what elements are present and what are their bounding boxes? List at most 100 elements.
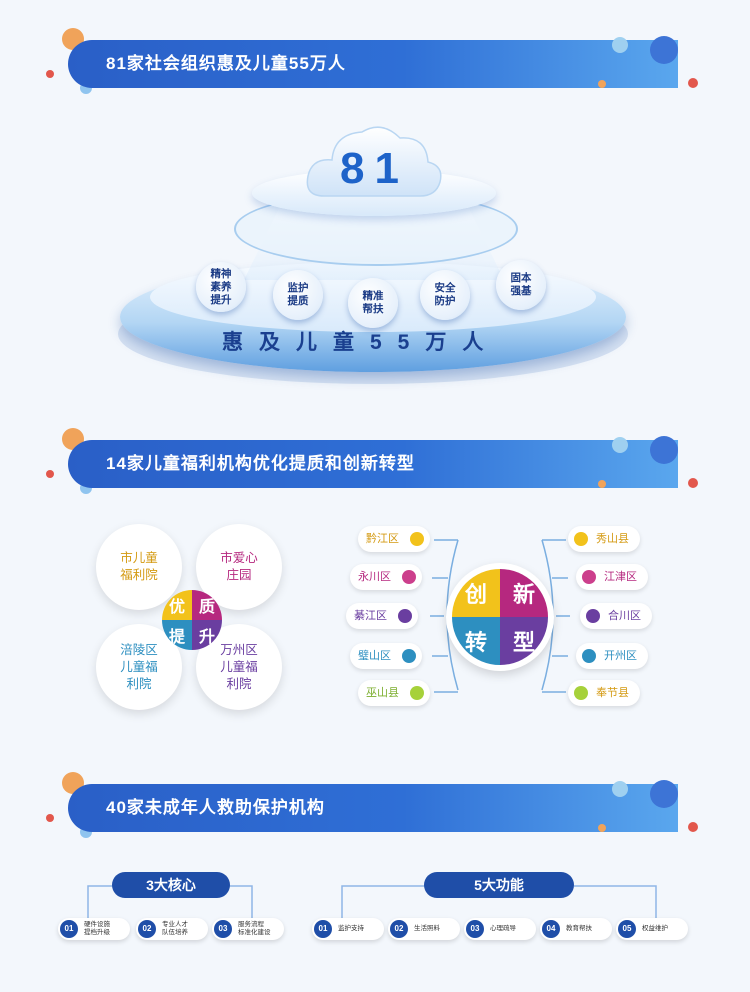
bubble-2: 监护提质 xyxy=(273,270,323,320)
tag-dot xyxy=(410,532,424,546)
item-label: 监护支持 xyxy=(338,925,364,932)
function-item-2: 02 生活照料 xyxy=(388,918,460,940)
district-tag: 巫山县 xyxy=(358,680,430,706)
item-number: 02 xyxy=(138,920,156,938)
district-tag: 江津区 xyxy=(576,564,648,590)
bubble-1: 精神素养提升 xyxy=(196,262,246,312)
petal-label: 市儿童福利院 xyxy=(120,551,158,582)
district-tag: 綦江区 xyxy=(346,603,418,629)
item-number: 02 xyxy=(390,920,408,938)
decor-dot xyxy=(598,824,606,832)
tag-dot xyxy=(582,570,596,584)
tag-label: 合川区 xyxy=(608,610,641,622)
cloud-icon: 81 xyxy=(304,116,444,200)
bubble-5: 固本强基 xyxy=(496,260,546,310)
tag-label: 永川区 xyxy=(358,571,391,583)
district-tag: 开州区 xyxy=(576,643,648,669)
tag-label: 黔江区 xyxy=(366,533,399,545)
functions-label: 5大功能 xyxy=(424,872,574,898)
tag-label: 奉节县 xyxy=(596,687,629,699)
function-item-1: 01 监护支持 xyxy=(312,918,384,940)
petal-label: 万州区儿童福利院 xyxy=(220,642,258,691)
decor-dot xyxy=(612,37,628,53)
bubble-label: 监护提质 xyxy=(287,282,309,307)
district-tag: 秀山县 xyxy=(568,526,640,552)
decor-dot xyxy=(46,470,54,478)
item-label: 服务流程 标准化建设 xyxy=(238,921,271,936)
item-label: 教育帮扶 xyxy=(566,925,592,932)
item-number: 05 xyxy=(618,920,636,938)
section-3-banner: 40家未成年人救助保护机构 xyxy=(68,784,678,832)
cloud-number: 81 xyxy=(340,144,409,193)
district-tag: 永川区 xyxy=(350,564,422,590)
item-label: 生活照料 xyxy=(414,925,440,932)
section-3-title: 40家未成年人救助保护机构 xyxy=(106,798,325,817)
core-item-3: 03 服务流程 标准化建设 xyxy=(212,918,284,940)
core-item-1: 01 硬件设施 提档升级 xyxy=(58,918,130,940)
decor-dot xyxy=(688,822,698,832)
decor-dot xyxy=(612,781,628,797)
innovation-diagram: 创 新 转 型 黔江区 永川区 綦江区 璧山区 巫山县 秀山县 江津区 合川区 … xyxy=(340,520,660,710)
function-item-5: 05 权益维护 xyxy=(616,918,688,940)
tag-label: 开州区 xyxy=(604,650,637,662)
tag-label: 璧山区 xyxy=(358,650,391,662)
bubble-4: 安全防护 xyxy=(420,270,470,320)
section-2-banner: 14家儿童福利机构优化提质和创新转型 xyxy=(68,440,678,488)
district-tag: 黔江区 xyxy=(358,526,430,552)
tag-dot xyxy=(402,649,416,663)
bubble-label: 精准帮扶 xyxy=(362,290,384,315)
decor-dot xyxy=(598,80,606,88)
function-item-3: 03 心理疏导 xyxy=(464,918,536,940)
bubble-label: 精神素养提升 xyxy=(210,267,232,306)
decor-dot xyxy=(46,70,54,78)
item-number: 04 xyxy=(542,920,560,938)
decor-dot xyxy=(688,78,698,88)
item-label: 专业人才 队伍培养 xyxy=(162,921,188,936)
decor-dot xyxy=(650,780,678,808)
ring-text: 惠及儿童55万人 xyxy=(222,331,500,354)
decor-dot xyxy=(650,436,678,464)
quality-diagram: 市儿童福利院 市爱心庄园 涪陵区儿童福利院 万州区儿童福利院 优 质 提 升 xyxy=(92,520,292,720)
district-tag: 合川区 xyxy=(580,603,652,629)
bubble-3: 精准帮扶 xyxy=(348,278,398,328)
decor-dot xyxy=(688,478,698,488)
petal-label: 涪陵区儿童福利院 xyxy=(120,642,158,691)
item-number: 03 xyxy=(214,920,232,938)
tag-dot xyxy=(398,609,412,623)
item-label: 权益维护 xyxy=(642,925,668,932)
tag-dot xyxy=(574,686,588,700)
decor-dot xyxy=(598,480,606,488)
district-tag: 璧山区 xyxy=(350,643,422,669)
center-cell-3: 提 xyxy=(162,620,192,650)
tag-label: 巫山县 xyxy=(366,687,399,699)
item-number: 03 xyxy=(466,920,484,938)
decor-dot xyxy=(650,36,678,64)
tag-label: 綦江区 xyxy=(354,610,387,622)
petal-label: 市爱心庄园 xyxy=(220,551,258,582)
decor-dot xyxy=(46,814,54,822)
bracket-lines xyxy=(87,885,657,918)
section-1-banner: 81家社会组织惠及儿童55万人 xyxy=(68,40,678,88)
connector-lines xyxy=(430,539,570,693)
function-item-4: 04 教育帮扶 xyxy=(540,918,612,940)
petal-top-left: 市儿童福利院 xyxy=(96,524,182,610)
item-label: 心理疏导 xyxy=(490,925,516,932)
tag-dot xyxy=(410,686,424,700)
bubble-label: 安全防护 xyxy=(434,282,456,307)
item-number: 01 xyxy=(314,920,332,938)
cores-label: 3大核心 xyxy=(112,872,230,898)
decor-dot xyxy=(612,437,628,453)
tag-dot xyxy=(574,532,588,546)
section-2-title: 14家儿童福利机构优化提质和创新转型 xyxy=(106,454,415,473)
tag-dot xyxy=(402,570,416,584)
tag-dot xyxy=(582,649,596,663)
item-label: 硬件设施 提档升级 xyxy=(84,921,110,936)
bubble-label: 固本强基 xyxy=(510,272,532,297)
core-item-2: 02 专业人才 队伍培养 xyxy=(136,918,208,940)
tag-label: 江津区 xyxy=(604,571,637,583)
section-1-title: 81家社会组织惠及儿童55万人 xyxy=(106,54,346,73)
district-tag: 奉节县 xyxy=(568,680,640,706)
item-number: 01 xyxy=(60,920,78,938)
tag-dot xyxy=(586,609,600,623)
tag-label: 秀山县 xyxy=(596,533,629,545)
